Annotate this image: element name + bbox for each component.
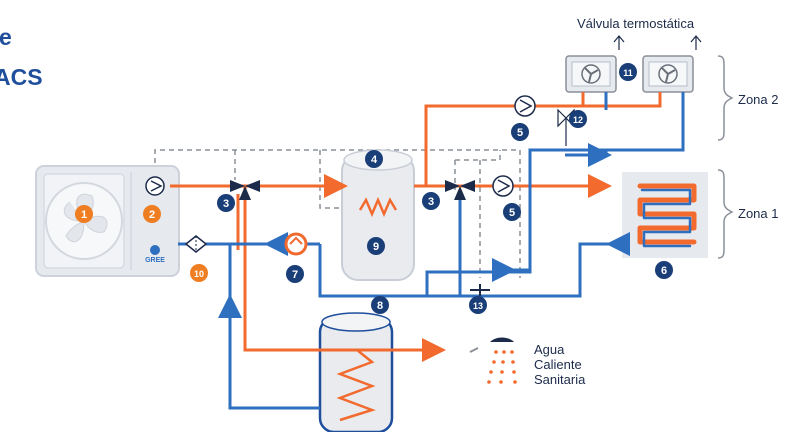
marker-5a: 5 bbox=[509, 207, 515, 219]
marker-3a: 3 bbox=[223, 198, 229, 210]
marker-1: 1 bbox=[81, 209, 87, 221]
marker-13: 13 bbox=[473, 301, 483, 311]
marker-7: 7 bbox=[292, 269, 298, 281]
dhw-label-line-1: Agua bbox=[534, 342, 565, 357]
thermostatic-arrows bbox=[613, 35, 702, 50]
shower-icon bbox=[469, 337, 517, 384]
title-line-1: e bbox=[0, 24, 12, 50]
marker-8: 8 bbox=[377, 300, 383, 312]
pump-zone1 bbox=[492, 175, 514, 197]
marker-12: 12 bbox=[573, 115, 583, 125]
brand-logo: GREE bbox=[145, 257, 165, 264]
marker-4: 4 bbox=[371, 154, 378, 166]
marker-3b: 3 bbox=[428, 196, 434, 208]
underfloor-panel bbox=[622, 172, 708, 258]
dhw-label-line-2: Caliente bbox=[534, 357, 582, 372]
dhw-label-line-3: Sanitaria bbox=[534, 372, 586, 387]
fan-coils bbox=[565, 55, 694, 93]
marker-10: 10 bbox=[194, 269, 204, 279]
pump-zone2 bbox=[514, 95, 536, 117]
dhw-tank bbox=[318, 312, 394, 432]
marker-5b: 5 bbox=[517, 127, 523, 139]
marker-11: 11 bbox=[623, 68, 633, 78]
zone-1-label: Zona 1 bbox=[738, 206, 779, 221]
marker-9: 9 bbox=[373, 241, 379, 253]
marker-6: 6 bbox=[661, 265, 667, 277]
number-markers: 1 2 3 3 4 5 5 6 7 8 9 10 11 12 13 bbox=[75, 63, 673, 314]
expansion-vessel bbox=[284, 232, 308, 256]
marker-2: 2 bbox=[149, 209, 155, 221]
title-line-2: ACS bbox=[0, 64, 43, 90]
three-way-valve-2 bbox=[445, 180, 475, 200]
thermostatic-valve-label: Válvula termostática bbox=[577, 16, 695, 31]
zone-2-label: Zona 2 bbox=[738, 92, 779, 107]
zone-braces bbox=[717, 55, 734, 259]
cold-pipes bbox=[178, 92, 685, 410]
buffer-tank bbox=[341, 149, 415, 281]
temperature-sensor bbox=[470, 284, 490, 296]
three-way-valve-1 bbox=[230, 180, 260, 200]
filter bbox=[184, 235, 208, 253]
control-lines bbox=[154, 149, 521, 278]
